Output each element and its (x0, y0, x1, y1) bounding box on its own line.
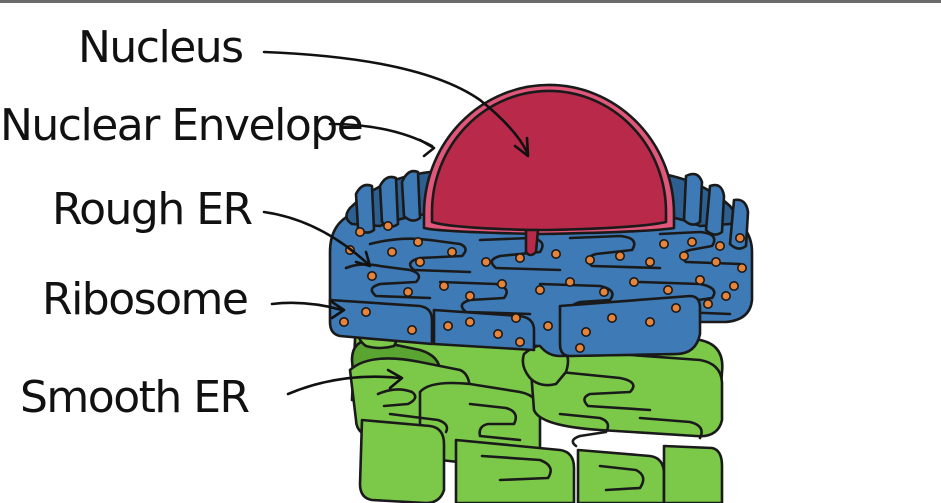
ribosome-dot (534, 284, 545, 295)
labels: Nucleus Nuclear Envelope Rough ER Riboso… (0, 22, 364, 423)
ribosome-dot (598, 286, 609, 297)
ribosome-dot (442, 320, 453, 331)
label-smooth-er: Smooth ER (20, 372, 250, 423)
ribosome-dot (366, 270, 377, 281)
ribosome-dot (464, 316, 475, 327)
ribosome-dot (514, 336, 525, 347)
ribosome-dot (670, 302, 681, 313)
leader-smooth-er (286, 375, 402, 396)
label-nucleus: Nucleus (78, 22, 243, 73)
ribosome-dot (662, 284, 673, 295)
ribosome-dot (412, 237, 423, 248)
ribosome-dot (686, 237, 697, 248)
ribosome-dot (736, 262, 747, 273)
leader-nucleus (262, 50, 529, 154)
leader-nucleus-head (513, 136, 530, 158)
ribosome-dot (382, 221, 393, 232)
ribosome-dot (354, 227, 365, 238)
label-rough-er: Rough ER (52, 184, 253, 235)
leader-rough-er-head (354, 250, 372, 268)
ribosome-dot (628, 276, 639, 287)
ribosome-dot (658, 239, 669, 250)
ribosome-dot (564, 276, 575, 287)
ribosome-dot (510, 312, 521, 323)
ribosome-dot (614, 251, 625, 262)
ribosome-dot (734, 233, 745, 244)
ribosome-dot (464, 290, 475, 301)
nucleus-illustration (422, 83, 676, 257)
smooth-er-illustration (348, 308, 724, 503)
ribosome-dot (728, 280, 739, 291)
label-nuclear-envelope: Nuclear Envelope (0, 100, 362, 151)
ribosome-dot (694, 274, 705, 285)
ribosome-dot (496, 278, 507, 289)
leader-ribosome (270, 301, 344, 312)
ribosome-dot (710, 256, 721, 267)
ribosome-dot (702, 298, 713, 309)
ribosome-dot (438, 280, 449, 291)
ribosome-dot (678, 251, 689, 262)
top-border (0, 0, 941, 3)
ribosome-dot (720, 290, 731, 301)
leader-ribosome-head (330, 300, 346, 320)
ribosome-dot (580, 326, 591, 337)
ribosome-dot (514, 253, 525, 264)
label-ribosome: Ribosome (42, 274, 247, 325)
leader-envelope-head (418, 138, 436, 158)
ribosome-dot (360, 306, 371, 317)
ribosome-dot (406, 324, 417, 335)
ribosome-dot (402, 286, 413, 297)
ribosome-dot (550, 249, 561, 260)
ribosome-dot (480, 256, 491, 267)
leader-smooth-er-head (386, 368, 404, 390)
ribosome-dot (644, 316, 655, 327)
ribosome-dot (338, 316, 349, 327)
ribosome-dot (542, 320, 553, 331)
ribosome-dot (584, 255, 595, 266)
ribosome-dot (386, 247, 397, 258)
ribosome-dot (644, 256, 655, 267)
ribosome-dot (492, 328, 503, 339)
ribosome-dot (606, 312, 617, 323)
leader-rough-er (262, 210, 370, 266)
leader-lines (262, 50, 530, 396)
ribosome-dot (714, 241, 725, 252)
ribosome-dot (574, 342, 585, 353)
ribosome-dot (446, 247, 457, 258)
ribosome-dot (414, 256, 425, 267)
